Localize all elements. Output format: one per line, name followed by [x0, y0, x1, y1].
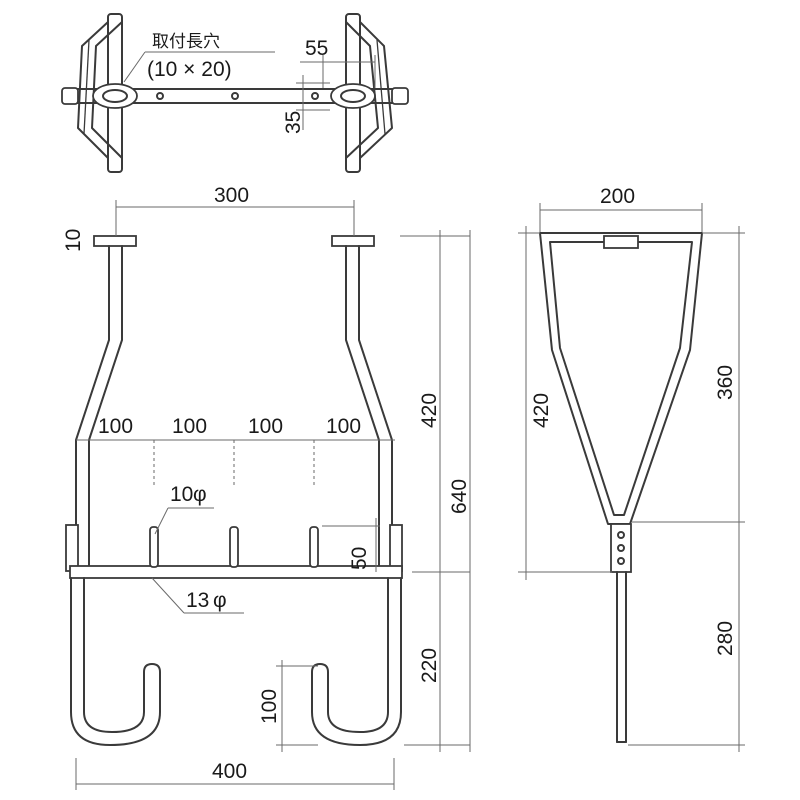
dim-spacing-1: 100 — [98, 415, 133, 438]
pins — [149, 526, 319, 568]
dim-top-width: 300 — [214, 184, 249, 207]
dim-hole-spacing: 55 — [305, 37, 328, 60]
front-view: 300 10 100 100 100 100 10 φ 13 φ 50 420 … — [62, 184, 471, 790]
hook-left — [70, 577, 161, 746]
side-stem — [616, 571, 627, 743]
bar-diameter: 13 — [186, 589, 209, 612]
pin-diameter: 10 — [170, 483, 193, 506]
dim-plate-thickness: 10 — [62, 229, 85, 252]
hanger-rod-left — [75, 245, 123, 571]
top-plate-left — [93, 235, 137, 247]
dim-side-stem-height: 280 — [714, 621, 737, 656]
dim-upper-height: 420 — [418, 393, 441, 428]
mounting-slot-right — [330, 83, 376, 109]
bar-diameter-phi: φ — [213, 589, 227, 612]
dim-side-frame-height: 360 — [714, 365, 737, 400]
mounting-slot-left — [92, 83, 138, 109]
dim-spacing-3: 100 — [248, 415, 283, 438]
side-frame — [539, 232, 703, 525]
pin-diameter-phi: φ — [193, 483, 207, 506]
dim-lower-height: 220 — [418, 648, 441, 683]
dim-bottom-width: 400 — [212, 760, 247, 783]
dim-side-width: 200 — [600, 185, 635, 208]
hanger-rod-right — [345, 245, 393, 571]
side-clamp — [610, 523, 632, 573]
dim-pin-height: 50 — [348, 547, 371, 570]
slot-size-label: (10 × 20) — [147, 58, 232, 81]
top-view: 取付長穴 (10 × 20) 55 35 — [61, 13, 409, 173]
dim-hook-depth: 100 — [258, 689, 281, 724]
dim-total-height: 640 — [448, 479, 471, 514]
slot-note-label: 取付長穴 — [152, 32, 220, 52]
dim-spacing-4: 100 — [326, 415, 361, 438]
hook-right — [311, 577, 402, 746]
dim-side-upper-height: 420 — [530, 393, 553, 428]
dim-spacing-2: 100 — [172, 415, 207, 438]
dim-offset: 35 — [282, 111, 305, 134]
side-view: 200 420 360 280 — [518, 185, 745, 752]
top-plate-right — [331, 235, 375, 247]
